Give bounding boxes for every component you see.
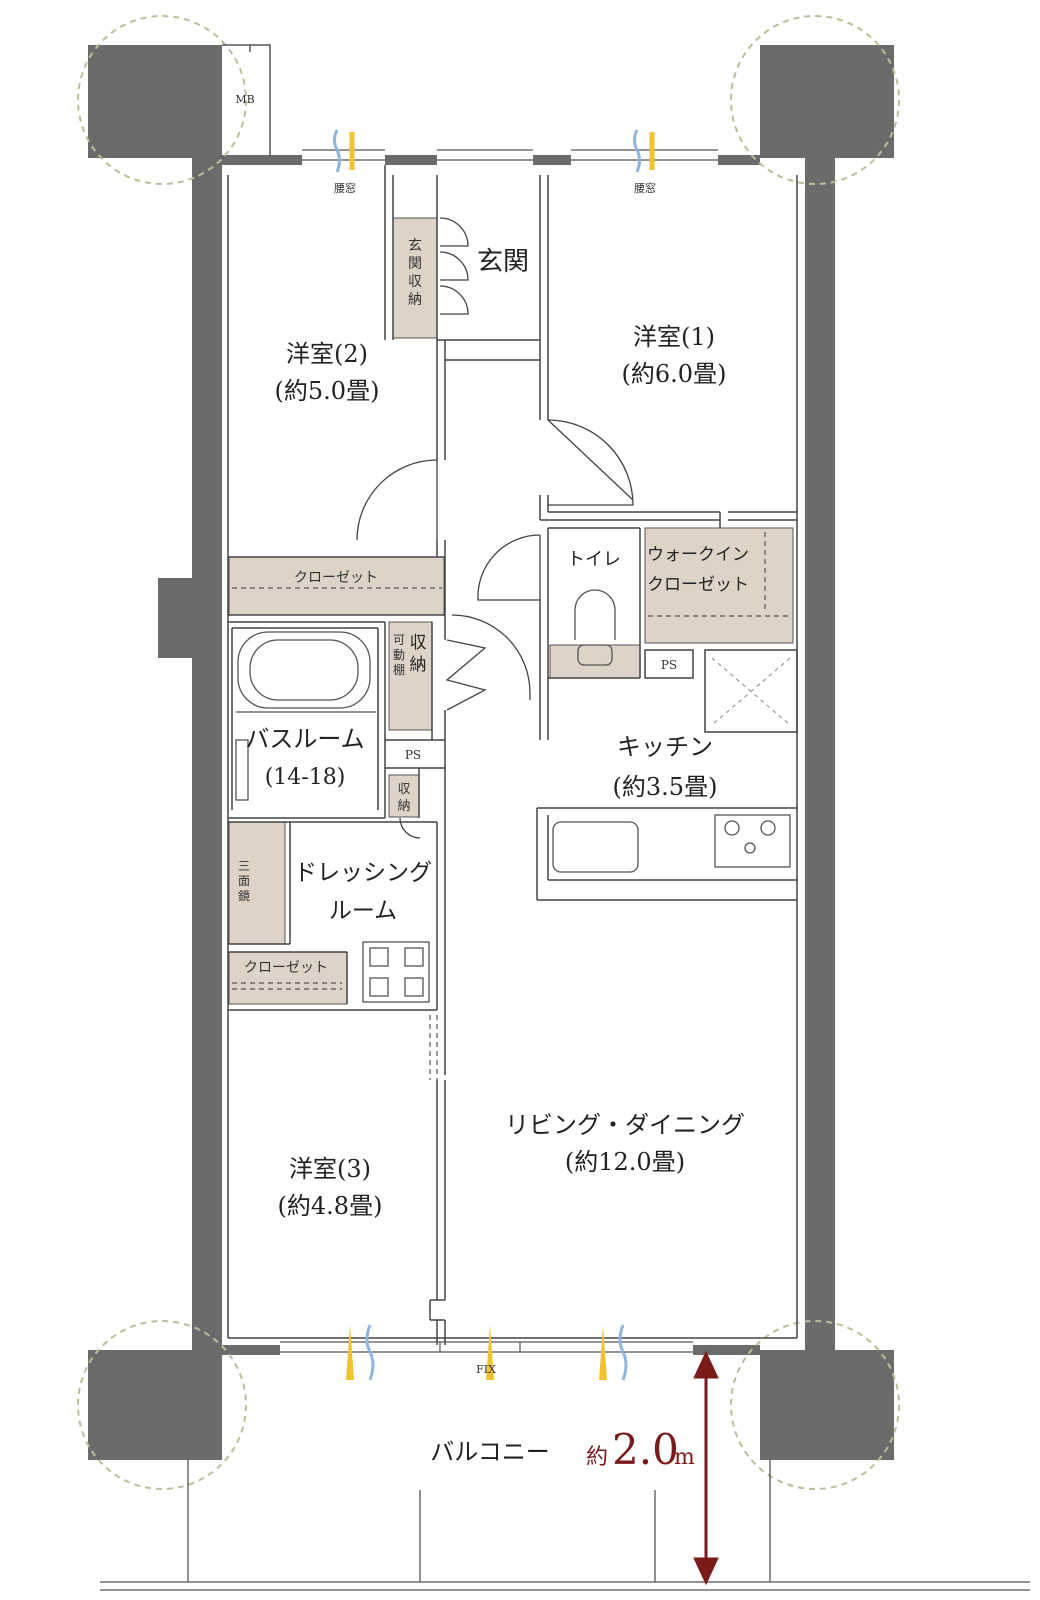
column-top-left [88, 45, 222, 158]
toilet-floor-fill [549, 644, 641, 679]
ps-1-label: PS [405, 748, 421, 762]
balcony-label: バルコニー [430, 1438, 550, 1466]
dimension-unit: m [674, 1445, 695, 1470]
toilet-fixture [574, 589, 616, 666]
mb-label: MB [235, 93, 254, 106]
bottom-wall-right [693, 1345, 760, 1355]
dressing-room-label-1: ドレッシング [294, 860, 432, 886]
ps-2-label: PS [661, 658, 677, 672]
dressing-room-label-2: ルーム [329, 898, 397, 924]
bathtub [235, 631, 376, 801]
three-mirror-char-1: 三 [238, 859, 250, 873]
storage-a-char-1: 収 [410, 633, 427, 653]
column-markers [77, 15, 900, 1490]
kitchen-name: キッチン [617, 733, 713, 761]
vanity-table [362, 941, 430, 1003]
movable-shelf-char-3: 棚 [393, 662, 405, 677]
top-wall-left [222, 155, 302, 165]
waist-window-2-label: 腰窓 [634, 181, 656, 195]
room-3-size: (約4.8畳) [278, 1192, 383, 1220]
bottom-wall-left [222, 1345, 280, 1355]
storage-a-fill [388, 621, 433, 731]
balcony-depth-dimension [693, 1350, 719, 1586]
top-wall-right [718, 155, 760, 165]
fridge-space [711, 657, 791, 726]
balcony-structure [100, 1460, 1030, 1591]
closet-1-label: クローゼット [294, 570, 378, 586]
room-3-name: 洋室(3) [289, 1155, 371, 1183]
storage-b-char-2: 納 [397, 799, 410, 814]
closet-2-label: クローゼット [244, 960, 328, 976]
top-wall-mid2 [533, 155, 571, 165]
entrance-label: 玄関 [477, 247, 529, 277]
interior-walls [227, 165, 798, 1345]
movable-shelf-char-2: 動 [393, 648, 405, 662]
walk-in-closet-label-2: クローゼット [647, 575, 749, 595]
dimension-value: 2.0 [612, 1425, 679, 1474]
entrance-storage-char-1: 玄 [408, 237, 422, 254]
bathroom-name: バスルーム [245, 725, 364, 753]
airflow-markers [333, 129, 655, 1381]
kitchen-fixtures [552, 814, 791, 873]
column-top-right [760, 45, 894, 158]
kitchen-size: (約3.5畳) [613, 773, 718, 801]
room-1-size: (約6.0畳) [622, 360, 727, 388]
storage-b-char-1: 収 [397, 782, 410, 797]
right-exterior-wall [805, 155, 835, 1355]
column-bottom-right [760, 1350, 894, 1460]
closet-2-fill [228, 951, 348, 1005]
entrance-storage-char-4: 納 [408, 292, 422, 308]
bathroom-size: (14-18) [265, 765, 346, 790]
storage-fills [228, 217, 794, 1005]
mb-box [222, 44, 271, 155]
walk-in-closet-fill [644, 527, 794, 644]
structural-walls [88, 45, 894, 1460]
room-2-name: 洋室(2) [286, 340, 368, 368]
entrance-storage-char-3: 収 [408, 274, 422, 290]
column-bottom-left [88, 1350, 222, 1460]
storage-a-char-2: 納 [410, 655, 427, 675]
movable-shelf-char-1: 可 [393, 633, 405, 647]
left-wall-protrusion [158, 578, 194, 658]
left-exterior-wall [192, 155, 222, 1355]
closet-1-fill [228, 556, 445, 616]
doors [356, 217, 634, 839]
closet-rails [232, 532, 790, 1080]
entrance-storage-char-2: 関 [408, 256, 422, 272]
living-dining-name: リビング・ダイニング [505, 1111, 745, 1139]
waist-window-1-label: 腰窓 [334, 181, 356, 195]
top-wall-mid [385, 155, 437, 165]
living-dining-size: (約12.0畳) [565, 1148, 685, 1176]
dimension-prefix: 約 [586, 1445, 608, 1470]
toilet-label: トイレ [567, 549, 621, 570]
room-2-size: (約5.0畳) [275, 377, 380, 405]
three-mirror-char-3: 鏡 [238, 888, 250, 903]
walk-in-closet-label-1: ウォークイン [647, 545, 749, 565]
entrance-storage-fill [392, 217, 438, 339]
three-mirror-char-2: 面 [238, 874, 250, 888]
fix-window-label: FIX [476, 1363, 496, 1376]
room-1-name: 洋室(1) [633, 323, 715, 351]
